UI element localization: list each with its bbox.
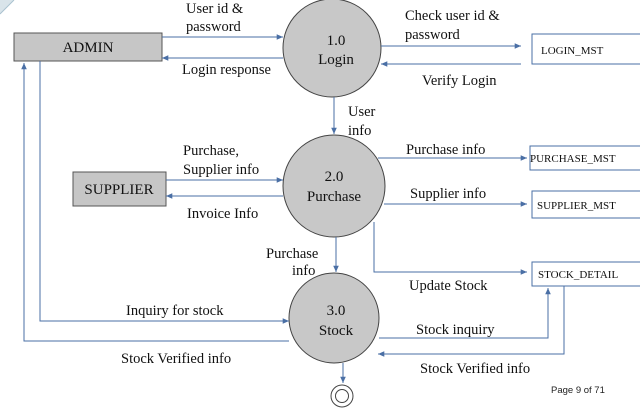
entity-supplier-label: SUPPLIER [84, 182, 153, 198]
flow-label-update-stock: Update Stock [409, 278, 488, 294]
store-purchase-mst: PURCHASE_MST [529, 145, 640, 171]
process-stock-name: Stock [319, 323, 354, 339]
flow-label-check-1: Check user id & [405, 8, 500, 24]
page-corner-line [0, 0, 15, 15]
flow-label-user-info-1: User [348, 104, 376, 120]
end-terminator [330, 384, 354, 408]
page-number: Page 9 of 71 [551, 385, 605, 396]
process-login: 1.0 Login [282, 0, 382, 98]
flow-label-purchase-supplier-2: Supplier info [183, 162, 259, 178]
flow-label-inquiry-for-stock: Inquiry for stock [126, 303, 224, 319]
store-stock-detail-label: STOCK_DETAIL [538, 269, 618, 281]
flow-label-login-response: Login response [182, 62, 271, 78]
flow-label-supplier-info-store: Supplier info [410, 186, 486, 202]
process-login-name: Login [318, 52, 354, 68]
flow-label-invoice-info: Invoice Info [187, 206, 258, 222]
store-supplier-mst-label: SUPPLIER_MST [537, 200, 616, 212]
process-login-number: 1.0 [327, 33, 346, 49]
flow-lines [21, 34, 565, 383]
flow-label-stock-inquiry: Stock inquiry [416, 322, 495, 338]
flow-label-check-2: password [405, 27, 461, 43]
store-stock-detail: STOCK_DETAIL [531, 261, 640, 287]
process-stock: 3.0 Stock [288, 272, 380, 364]
process-stock-number: 3.0 [327, 303, 346, 319]
entity-admin: ADMIN [13, 32, 163, 62]
flow-label-verify-login: Verify Login [422, 73, 497, 89]
flow-label-user-id-2: password [186, 19, 242, 35]
store-login-mst: LOGIN_MST [531, 33, 640, 65]
process-purchase-name: Purchase [307, 189, 361, 205]
entity-supplier: SUPPLIER [72, 171, 167, 207]
flow-label-user-id-1: User id & [186, 1, 244, 17]
store-supplier-mst: SUPPLIER_MST [531, 190, 640, 219]
flow-label-purchase-info-down-2: info [292, 263, 315, 279]
flow-label-purchase-supplier-1: Purchase, [183, 143, 239, 159]
store-purchase-mst-label: PURCHASE_MST [530, 153, 616, 165]
flow-label-purchase-info-down-1: Purchase [266, 246, 318, 262]
flow-label-purchase-info-store: Purchase info [406, 142, 485, 158]
entity-admin-label: ADMIN [63, 40, 114, 56]
flow-label-stock-verified-right: Stock Verified info [420, 361, 530, 377]
flow-label-stock-verified-left: Stock Verified info [121, 351, 231, 367]
process-purchase: 2.0 Purchase [282, 134, 386, 238]
flow-label-user-info-2: info [348, 123, 371, 139]
process-purchase-number: 2.0 [325, 169, 344, 185]
store-login-mst-label: LOGIN_MST [541, 45, 604, 57]
